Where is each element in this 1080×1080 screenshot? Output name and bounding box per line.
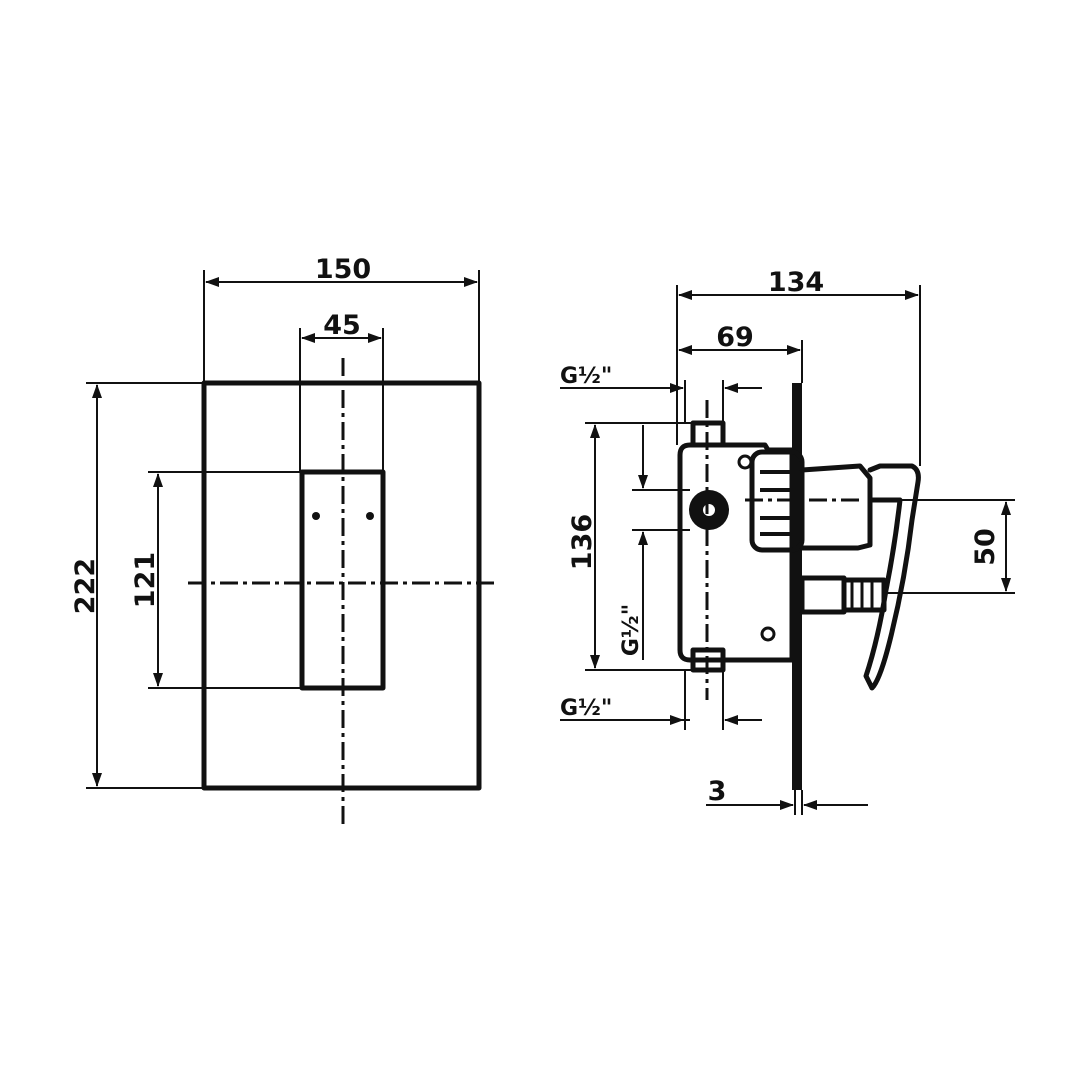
screw-left (312, 512, 320, 520)
valve-body (677, 442, 795, 663)
outlet-fitting-nut (841, 577, 887, 613)
body-screw-bottom (760, 626, 776, 642)
screw-right (366, 512, 374, 520)
dim-label-50: 50 (970, 528, 1001, 566)
body-screw-top (737, 454, 753, 470)
outlet-fitting-stem (799, 575, 847, 615)
wall-plate (792, 383, 802, 790)
dim-label-45: 45 (323, 310, 361, 341)
side-view: 134 69 G½" G½" 136 G½" 50 (560, 267, 1015, 815)
dim-label-222: 222 (70, 558, 101, 614)
side-inlet-inner (703, 504, 715, 516)
dim-label-3: 3 (708, 776, 727, 807)
handle-spindle (799, 463, 873, 551)
thread-label-top: G½" (560, 364, 612, 389)
dim-label-69: 69 (716, 322, 754, 353)
dim-label-150: 150 (315, 254, 371, 285)
front-view: 150 45 222 121 (70, 254, 497, 825)
dim-label-134: 134 (768, 267, 824, 298)
lever-handle (863, 463, 921, 691)
dim-label-136: 136 (567, 514, 598, 570)
thread-label-mid: G½" (619, 604, 644, 656)
thread-label-bottom: G½" (560, 696, 612, 721)
dim-label-121: 121 (130, 552, 161, 608)
